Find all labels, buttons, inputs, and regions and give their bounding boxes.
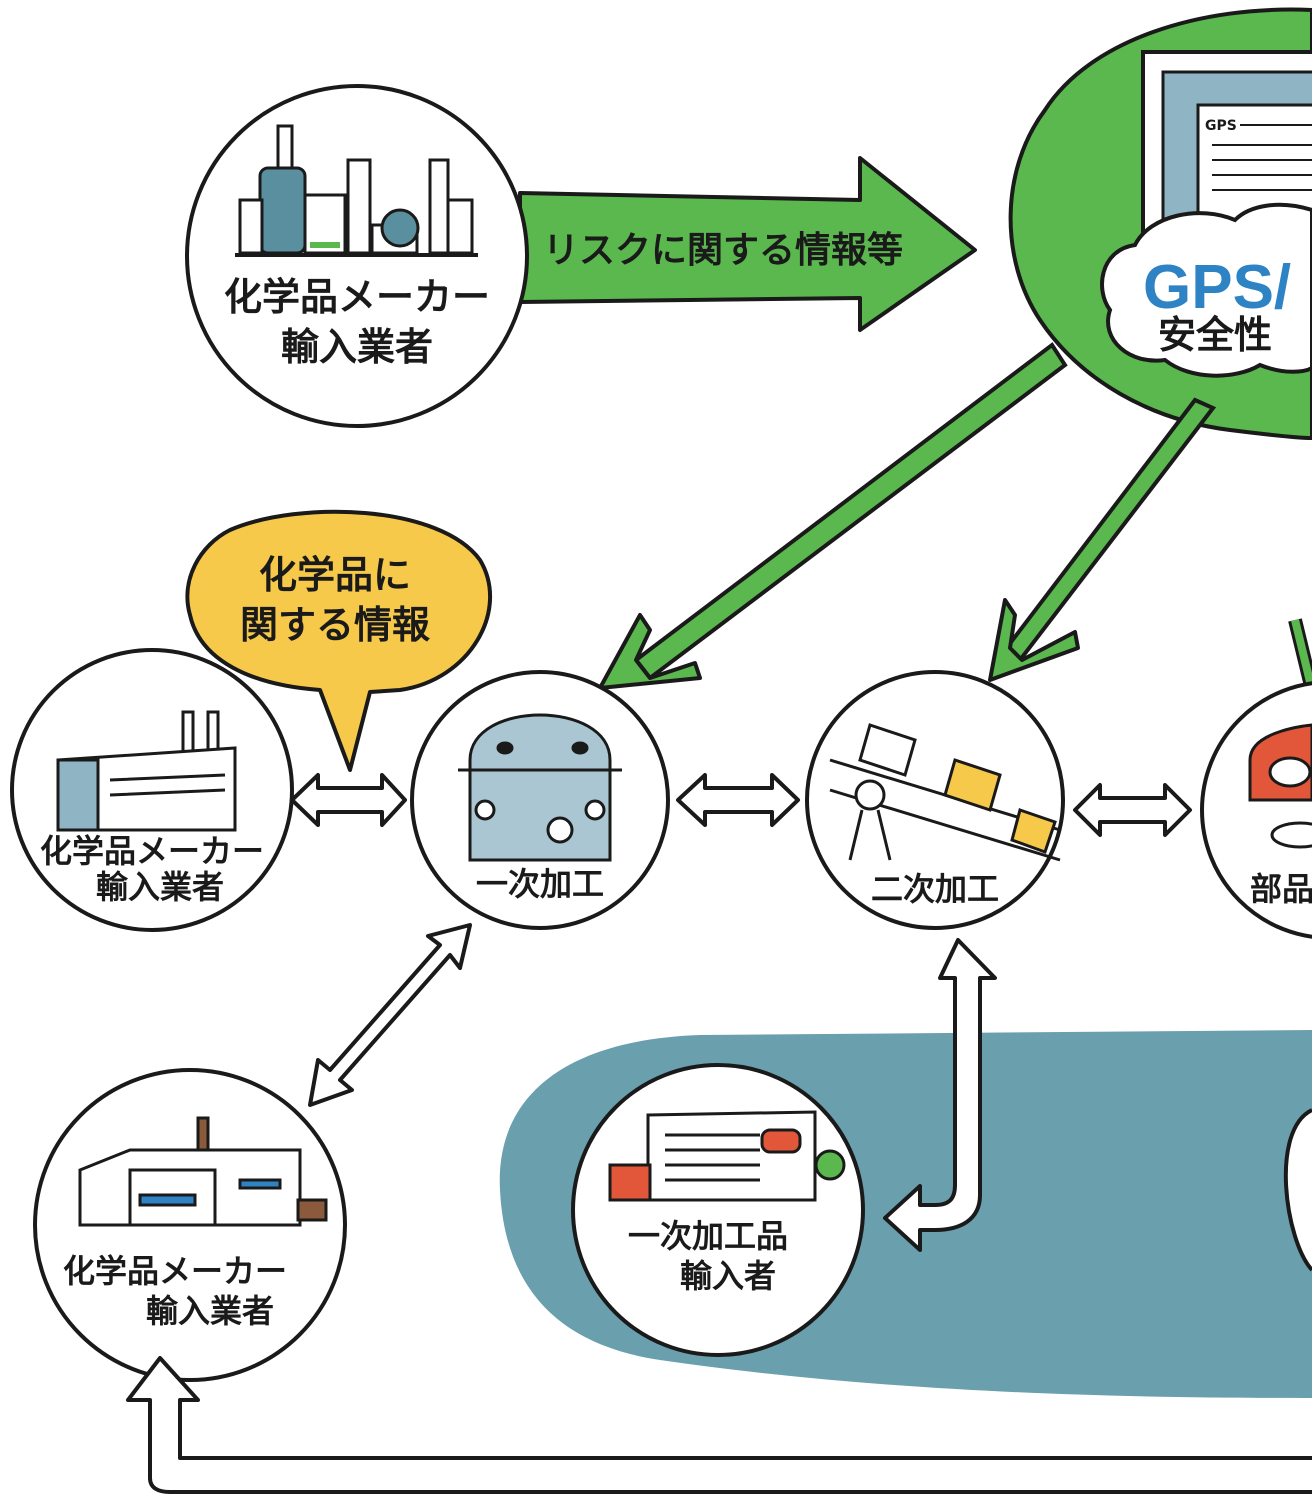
bubble-line-1: 化学品に [259, 553, 411, 597]
conveyor-icon [829, 723, 1061, 862]
factory-building-icon [56, 710, 237, 832]
gps-sub-label: 安全性 [1158, 313, 1272, 357]
double-arrow-primary-bottom-maker [308, 923, 472, 1107]
parts-node: 部品 [1200, 681, 1312, 939]
bubble-line-2: 関する情報 [240, 603, 430, 647]
top-maker-node: 化学品メーカー 輸入業者 [185, 84, 529, 428]
double-arrow-secondary-parts [1073, 783, 1192, 837]
return-arrow-bottom [126, 1356, 1312, 1494]
gps-label-cloud [1100, 202, 1312, 378]
importer-label-1: 一次加工品 [628, 1217, 788, 1255]
mid-maker-node: 化学品メーカー 輸入業者 [10, 648, 294, 932]
primary-processing-node: 一次加工 [410, 670, 670, 930]
reactor-icon [458, 713, 622, 862]
top-maker-label-1: 化学品メーカー [224, 275, 490, 319]
gps-big-label: GPS/ [1143, 253, 1291, 322]
green-arrow-to-parts [1288, 618, 1312, 692]
gps-doc-header: GPS [1205, 118, 1237, 134]
arrow-secondary-importer [883, 938, 997, 1252]
green-arrow-to-primary [598, 342, 1068, 690]
mid-maker-label-2: 輸入業者 [96, 868, 224, 906]
double-arrow-primary-secondary [676, 773, 800, 827]
top-maker-label-2: 輸入業者 [281, 325, 433, 369]
warehouse-icon [78, 1116, 328, 1227]
secondary-label: 二次加工 [871, 870, 999, 908]
importer-node: 一次加工品 輸入者 [571, 1063, 865, 1357]
chemical-info-bubble [185, 509, 492, 772]
parts-label: 部品 [1250, 870, 1312, 908]
bottom-maker-label-1: 化学品メーカー [63, 1252, 287, 1290]
double-arrow-maker-primary [290, 773, 407, 827]
lake-node-partial [1283, 1108, 1312, 1272]
risk-info-arrow [518, 156, 977, 332]
gps-document: GPS [1141, 50, 1312, 234]
risk-info-label: リスクに関する情報等 [543, 230, 903, 271]
bottom-maker-label-2: 輸入業者 [146, 1292, 274, 1330]
doc-text-lines [1212, 124, 1312, 191]
bottom-maker-node: 化学品メーカー 輸入業者 [33, 1068, 347, 1382]
green-arrow-to-secondary [988, 397, 1217, 682]
office-icon [608, 1110, 846, 1202]
primary-label: 一次加工 [476, 865, 604, 903]
factory-icon [235, 124, 478, 257]
importer-label-2: 輸入者 [680, 1257, 776, 1295]
secondary-processing-node: 二次加工 [805, 670, 1065, 930]
mid-maker-label-1: 化学品メーカー [40, 832, 264, 870]
